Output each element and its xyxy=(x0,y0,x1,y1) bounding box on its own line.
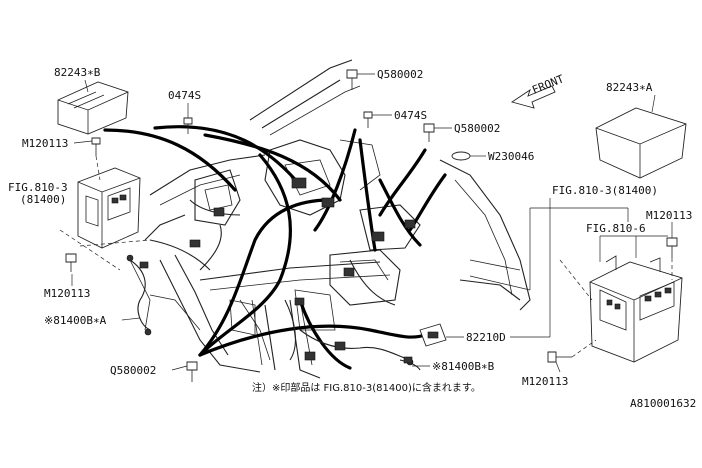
part-labels: 82243∗B 0474S Q580002 FRONT 82243∗A 0474… xyxy=(8,66,696,410)
leader-lines xyxy=(71,73,673,373)
secondary-wires xyxy=(129,199,411,361)
label-0474s-left: 0474S xyxy=(168,89,201,102)
bolt-0474s-mid-icon xyxy=(363,111,373,128)
label-m120113-top-left: M120113 xyxy=(22,137,68,150)
bolt-q580002-bottom-icon xyxy=(186,361,198,382)
label-0474s-mid: 0474S xyxy=(394,109,427,122)
label-m120113-right: M120113 xyxy=(646,209,692,222)
label-fig810-3-81400-right: FIG.810-3(81400) xyxy=(552,184,658,197)
diagram-id: A810001632 xyxy=(630,397,696,410)
fuse-box-cover-b xyxy=(57,81,129,135)
bolt-m120113-right-icon xyxy=(666,237,678,258)
harness-connectors xyxy=(126,177,416,366)
sub-harness-81400b-b xyxy=(399,356,421,371)
label-q580002-bottom: Q580002 xyxy=(110,364,156,377)
label-81400b-b: ※81400B∗B xyxy=(432,360,495,373)
label-q580002-mid: Q580002 xyxy=(454,122,500,135)
label-m120113-left-lower: M120113 xyxy=(44,287,90,300)
fuse-box-right xyxy=(589,255,683,363)
fuse-box-cover-a xyxy=(595,107,687,179)
label-q580002-top: Q580002 xyxy=(377,68,423,81)
label-82243b: 82243∗B xyxy=(54,66,101,79)
label-82210d: 82210D xyxy=(466,331,506,344)
label-81400b-a: ※81400B∗A xyxy=(44,314,107,327)
bolt-q580002-mid-icon xyxy=(423,123,435,142)
front-arrow-icon xyxy=(510,85,556,109)
label-82243a: 82243∗A xyxy=(606,81,653,94)
bolt-m120113-left-lower-icon xyxy=(65,253,77,272)
main-harness xyxy=(103,125,447,370)
label-m120113-bottom: M120113 xyxy=(522,375,568,388)
bolt-m120113-bottom-icon xyxy=(547,351,572,363)
label-81400-left: (81400) xyxy=(20,193,66,206)
bolt-m120113-top-left-icon xyxy=(91,137,101,156)
label-fig810-6: FIG.810-6 xyxy=(586,222,646,235)
bolt-0474s-left-icon xyxy=(183,117,193,134)
bolts xyxy=(65,69,678,382)
bolt-q580002-top-icon xyxy=(346,69,358,90)
fuse-box-left xyxy=(77,167,141,249)
label-fig810-3-left: FIG.810-3 xyxy=(8,181,68,194)
assembly-lines xyxy=(59,155,673,358)
grommet-w230046-icon xyxy=(451,151,471,161)
label-w230046: W230046 xyxy=(488,150,534,163)
footnote: 注）※印部品は FIG.810-3(81400)に含まれます。 xyxy=(252,381,481,394)
connector-82210d xyxy=(419,323,447,347)
